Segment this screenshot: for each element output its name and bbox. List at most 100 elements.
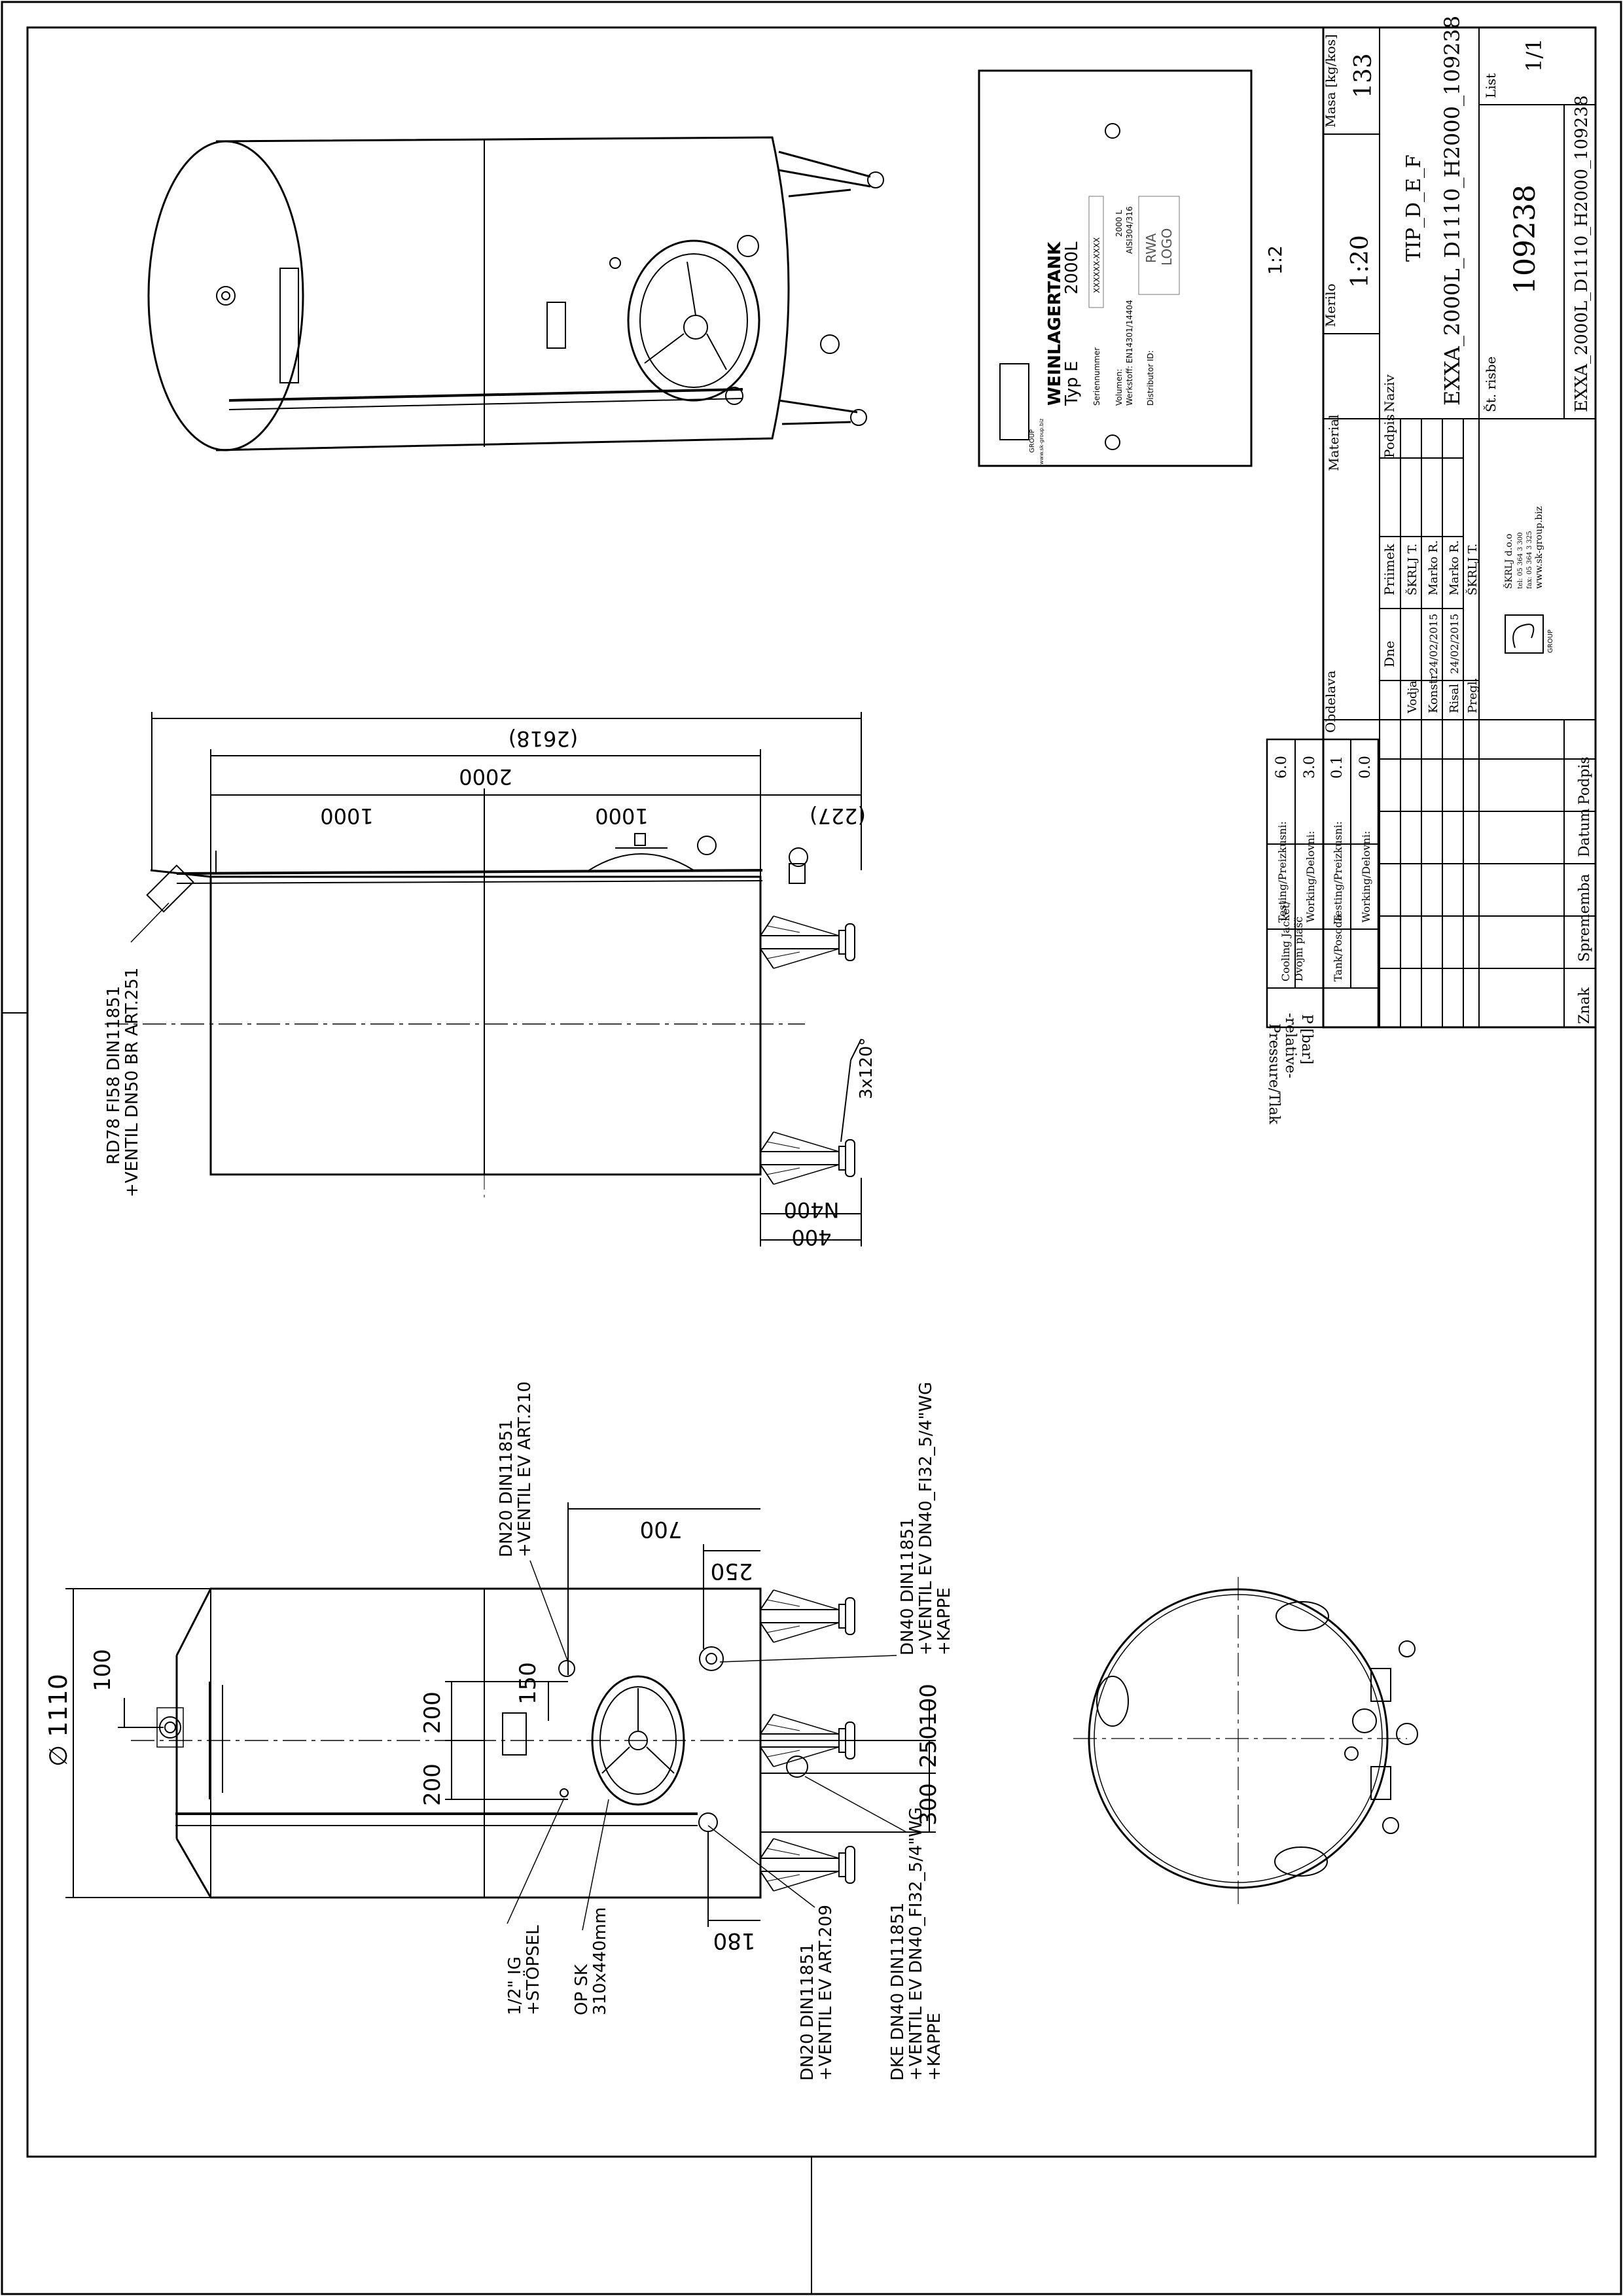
tb-naziv-label: Naziv bbox=[1382, 374, 1397, 412]
callout-rd78: RD78 FI58 DIN11851 +VENTIL DN50 BR ART.2… bbox=[104, 902, 169, 1197]
callout-dn20-bottom-line1: DN20 DIN11851 bbox=[798, 1943, 817, 2081]
pressure-tank-testing: Testing/Preizkusni: bbox=[1332, 821, 1344, 923]
callout-ig-line1: 1/2" IG bbox=[505, 1956, 525, 2015]
tb-konstr: Konstr. bbox=[1427, 671, 1440, 713]
tb-priimek: Priimek bbox=[1382, 543, 1397, 595]
tb-company2: tel: 05 364 3 300 bbox=[1517, 533, 1524, 589]
tb-masa-value: 133 bbox=[1350, 53, 1377, 98]
dim-250-side: 250 bbox=[916, 1725, 942, 1768]
tb-konstr-date: 24/02/2015 bbox=[1427, 614, 1440, 674]
callout-dn40-line3: +KAPPE bbox=[935, 1587, 954, 1655]
nameplate-logo-line2: LOGO bbox=[1159, 228, 1175, 266]
tank-perspective-view bbox=[147, 136, 884, 451]
callout-dke-line2: +VENTIL EV DN40_FI32_5/4"WG bbox=[906, 1807, 926, 2081]
tb-company4: www.sk-group.biz bbox=[1534, 506, 1544, 589]
tb-merilo-value: 1:20 bbox=[1347, 235, 1374, 288]
nameplate-type: Typ E bbox=[1062, 361, 1082, 406]
callout-dke-line3: +KAPPE bbox=[925, 2013, 944, 2081]
dim-cone-height: (227) bbox=[810, 804, 866, 828]
tb-konstr-name: Marko R. bbox=[1427, 540, 1440, 595]
pressure-cooling2: Dvojni plašč bbox=[1293, 917, 1305, 981]
nameplate: WEINLAGERTANK Typ E 2000L Seriennummer X… bbox=[978, 69, 1253, 467]
callout-opening-line2: 310x440mm bbox=[590, 1907, 610, 2015]
nameplate-volume-header: 2000L bbox=[1062, 241, 1082, 294]
tb-naziv2: EXXA_2000L_D1110_H2000_109238 bbox=[1440, 16, 1465, 406]
pressure-cooling-testing-value: 6.0 bbox=[1274, 756, 1290, 779]
callout-rd78-line2: +VENTIL DN50 BR ART.251 bbox=[122, 968, 142, 1197]
nameplate-material-value: AISI304/316 bbox=[1125, 206, 1134, 254]
dim-200-a: 200 bbox=[419, 1763, 446, 1806]
callout-dn40-line2: +VENTIL EV DN40_FI32_5/4"WG bbox=[916, 1382, 936, 1655]
company-logo: GROUP bbox=[1505, 614, 1554, 654]
nameplate-title: WEINLAGERTANK bbox=[1045, 241, 1065, 406]
pressure-tank-working: Working/Delovni: bbox=[1360, 831, 1372, 923]
nameplate-brand-small: GROUP bbox=[1029, 429, 1036, 453]
title-block bbox=[1322, 26, 1597, 1029]
callout-dn20-bottom-line2: +VENTIL EV ART.209 bbox=[816, 1905, 836, 2081]
pressure-header2: -relative- bbox=[1282, 1013, 1298, 1078]
callout-ig: 1/2" IG +STÖPSEL bbox=[505, 1797, 565, 2015]
nameplate-volume-value: 2000 L bbox=[1115, 210, 1124, 237]
tb-naziv1: TIP_D_E_F bbox=[1402, 154, 1425, 262]
tb-sprememba: Sprememba bbox=[1577, 874, 1593, 962]
pressure-tank-working-value: 0.0 bbox=[1357, 756, 1374, 779]
dim-150: 150 bbox=[515, 1662, 541, 1704]
tb-pregl-name: ŠKRLJ T. bbox=[1465, 544, 1480, 595]
nameplate-serial-label: Seriennummer bbox=[1092, 347, 1101, 406]
dim-100-top: 100 bbox=[90, 1649, 116, 1691]
bottom-view-dimensions bbox=[65, 1502, 936, 1927]
callout-rd78-line1: RD78 FI58 DIN11851 bbox=[104, 986, 124, 1165]
dim-diameter: ∅ 1110 bbox=[44, 1674, 73, 1767]
callout-ig-line2: +STÖPSEL bbox=[522, 1925, 543, 2015]
dim-100-side: 100 bbox=[916, 1684, 942, 1726]
dim-300: 300 bbox=[916, 1783, 942, 1826]
pressure-cooling1: Cooling Jacket/ bbox=[1279, 900, 1292, 981]
pressure-header1: Pressure/Tlak bbox=[1266, 1023, 1282, 1125]
tb-logo-group: GROUP bbox=[1547, 629, 1554, 653]
dim-leg-height-2: N400 bbox=[783, 1197, 839, 1222]
tb-pregl: Pregl. bbox=[1466, 678, 1480, 713]
callout-dn40: DN40 DIN11851 +VENTIL EV DN40_FI32_5/4"W… bbox=[719, 1382, 954, 1663]
tb-datum: Datum bbox=[1577, 808, 1593, 857]
callout-opening-line1: OP SK bbox=[572, 1964, 592, 2015]
nameplate-volume-label: Volumen: bbox=[1115, 369, 1124, 406]
tb-podpis2: Podpis bbox=[1577, 756, 1593, 805]
dim-cylinder-length: 2000 bbox=[459, 764, 512, 789]
tb-vodja-name: ŠKRLJ T. bbox=[1404, 544, 1419, 595]
tb-dne: Dne bbox=[1382, 641, 1397, 667]
nameplate-serial-value: XXXXXX-XXXX bbox=[1092, 238, 1101, 293]
dim-700: 700 bbox=[640, 1516, 683, 1542]
tb-company1: ŠKRLJ d.o.o bbox=[1503, 534, 1514, 589]
tb-masa-label: Masa [kg/kos] bbox=[1323, 34, 1338, 128]
tank-side-view bbox=[146, 833, 856, 1186]
pressure-tank-testing-value: 0.1 bbox=[1329, 756, 1346, 779]
scale-label: 1:2 bbox=[1264, 245, 1286, 275]
tb-list-label: List bbox=[1483, 73, 1499, 98]
nameplate-material-label: Werkstoff: EN14301/14404 bbox=[1125, 300, 1134, 406]
tb-merilo-label: Merilo bbox=[1323, 283, 1338, 327]
callout-dn20-top-line1: DN20 DIN11851 bbox=[497, 1419, 516, 1557]
pressure-header3: P [bar] bbox=[1298, 1014, 1315, 1065]
pressure-table-text: Pressure/Tlak -relative- P [bar] Cooling… bbox=[1266, 756, 1374, 1125]
callout-dke: DKE DN40 DIN11851 +VENTIL EV DN40_FI32_5… bbox=[804, 1776, 944, 2081]
tb-risal: Risal bbox=[1448, 684, 1461, 713]
pressure-cooling-testing: Testing/Preizkusni: bbox=[1276, 821, 1289, 923]
nameplate-distributor-label: Distributor ID: bbox=[1146, 350, 1155, 406]
tb-st-risbe-value: 109238 bbox=[1508, 185, 1542, 294]
dim-250-top: 250 bbox=[711, 1558, 753, 1584]
dim-200-b: 200 bbox=[419, 1691, 446, 1734]
dim-half-right: 1000 bbox=[595, 804, 648, 828]
tank-bottom-view bbox=[156, 1587, 856, 1899]
tb-company3: fax: 05 364 3 325 bbox=[1526, 531, 1533, 589]
dim-half-left: 1000 bbox=[320, 804, 373, 828]
tb-obdelava: Obdelava bbox=[1323, 671, 1338, 733]
callout-dn20-top-line2: +VENTIL EV ART.210 bbox=[515, 1381, 535, 1557]
side-view-dimensions bbox=[151, 712, 862, 1246]
tb-znak: Znak bbox=[1577, 987, 1593, 1024]
callout-opening: OP SK 310x440mm bbox=[572, 1799, 610, 2015]
nameplate-brand-url: www.sk-group.biz bbox=[1039, 419, 1044, 465]
pressure-table bbox=[1266, 738, 1380, 1029]
tb-material-label: Material bbox=[1326, 414, 1342, 471]
title-block-text: Material Merilo 1:20 Masa [kg/kos] 133 O… bbox=[1323, 16, 1593, 1024]
callout-dn20-bottom: DN20 DIN11851 +VENTIL EV ART.209 bbox=[707, 1825, 836, 2081]
